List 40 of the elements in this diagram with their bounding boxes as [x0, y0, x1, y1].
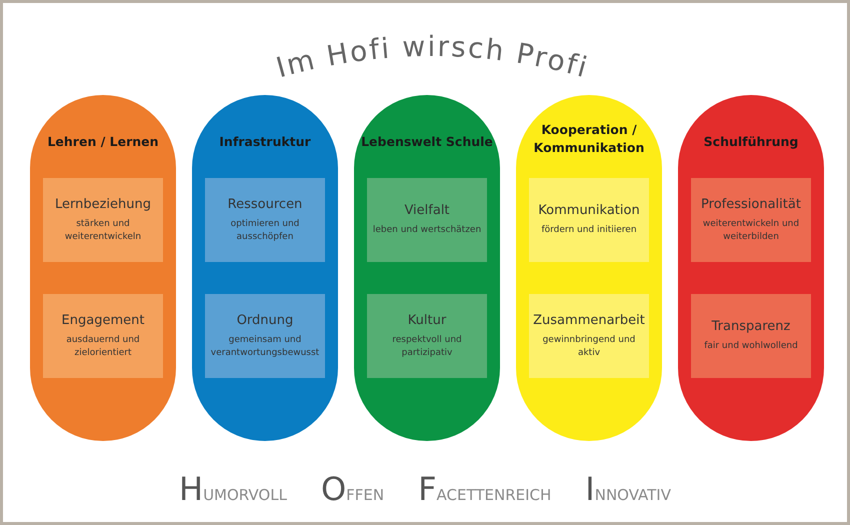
motto-word: Offen — [320, 470, 384, 508]
pill-heading: Lebenswelt Schule — [360, 133, 494, 151]
value-card — [205, 178, 325, 262]
card-text: stärken und weiterentwickeln — [64, 218, 142, 244]
value-card — [367, 178, 487, 262]
value-card — [367, 294, 487, 378]
card-heading: Kommunikation — [538, 203, 640, 218]
card-heading: Kultur — [408, 312, 446, 328]
value-card — [43, 294, 163, 378]
card-text: gemeinsam und verantwortungsbewusst — [210, 334, 320, 360]
card-heading: Vielfalt — [404, 203, 450, 218]
pill-heading: Kooperation / Kommunikation — [532, 121, 646, 157]
card-heading: Transparenz — [712, 319, 790, 334]
card-heading: Zusammenarbeit — [533, 312, 645, 328]
card-text: fördern und initiieren — [540, 224, 638, 237]
card-heading: Professionalität — [701, 196, 801, 212]
card-heading: Ordnung — [236, 312, 294, 328]
card-text: respektvoll und partizipativ — [391, 334, 463, 360]
card-text: gewinnbringend und aktiv — [542, 334, 636, 360]
card-text: ausdauernd und zielorientiert — [65, 334, 141, 360]
value-card — [205, 294, 325, 378]
pill-heading: Infrastruktur — [218, 133, 312, 151]
card-heading: Ressourcen — [228, 196, 302, 212]
motto-word: Humorvoll — [179, 470, 287, 508]
pill-heading: Lehren / Lernen — [46, 133, 160, 151]
motto-word: Facettenreich — [418, 470, 552, 508]
value-card — [691, 178, 811, 262]
title: Im Hofi wirsch Profi — [272, 30, 592, 84]
card-text: optimieren und ausschöpfen — [230, 218, 300, 244]
card-text: leben und wertschätzen — [372, 224, 482, 237]
motto-word: Innovativ — [585, 470, 671, 508]
value-card — [529, 294, 649, 378]
card-heading: Engagement — [62, 312, 144, 328]
card-text: fair und wohlwollend — [703, 340, 799, 353]
value-card — [529, 178, 649, 262]
value-card — [43, 178, 163, 262]
value-card — [691, 294, 811, 378]
card-heading: Lernbeziehung — [54, 196, 152, 212]
card-text: weiterentwickeln und weiterbilden — [702, 218, 800, 244]
pill-heading: Schulführung — [702, 133, 800, 151]
